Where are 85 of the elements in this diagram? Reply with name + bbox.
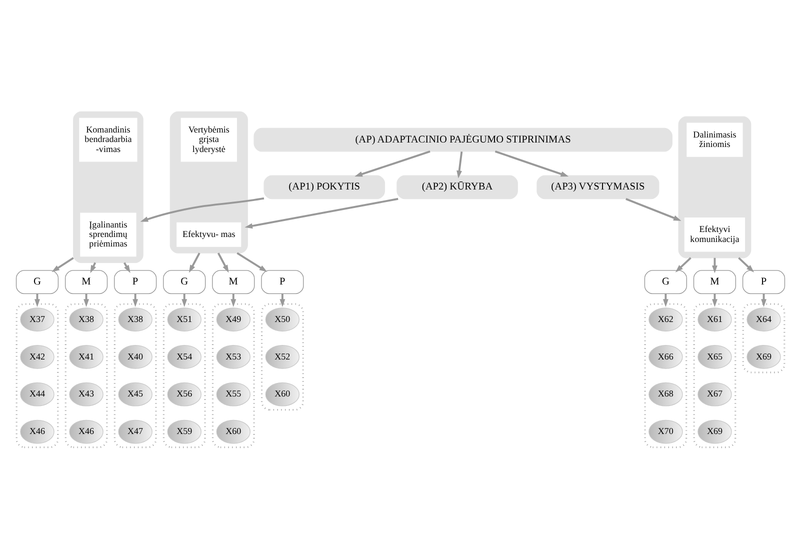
cluster	[170, 110, 248, 253]
node-box: M	[212, 270, 255, 294]
node-ellipse: X66	[648, 344, 683, 368]
node-box: Įgalinantis sprendimų priėmimas	[80, 212, 136, 256]
arrow	[761, 293, 766, 306]
cluster	[693, 302, 736, 448]
node-ellipse: X55	[216, 382, 250, 406]
node-ellipse: X51	[167, 307, 202, 331]
node-box: Efektyvi komunikacija	[684, 217, 746, 252]
cluster	[162, 302, 206, 448]
node-box: P	[742, 270, 786, 294]
node-ellipse: X54	[167, 344, 202, 368]
node-ellipse: X41	[69, 344, 104, 368]
node-ellipse: X67	[698, 382, 732, 406]
cluster	[73, 110, 144, 263]
cluster	[212, 302, 255, 448]
node-ellipse: X59	[167, 419, 202, 444]
arrow	[662, 293, 668, 306]
arrow	[188, 252, 200, 272]
node-box: Komandinis bendradarbia -vimas	[79, 117, 138, 162]
node-ellipse: X50	[265, 307, 300, 331]
node-ellipse: X68	[648, 382, 683, 406]
cluster	[260, 302, 304, 410]
node-ellipse: X40	[118, 344, 152, 368]
node-ellipse: X69	[698, 419, 732, 444]
node-ellipse: X46	[20, 419, 54, 444]
node-ellipse: X64	[746, 307, 781, 331]
node-box: G	[644, 270, 687, 294]
arrow	[456, 151, 463, 178]
arrow	[675, 256, 692, 272]
node-box: (AP) ADAPTACINIO PAJĖGUMO STIPRINIMAS	[254, 127, 672, 152]
arrow	[217, 252, 229, 272]
node-ellipse: X38	[69, 307, 104, 331]
node-ellipse: X65	[698, 344, 732, 368]
arrow	[712, 293, 718, 306]
arrow	[244, 197, 398, 228]
node-ellipse: X47	[118, 419, 152, 444]
arrow	[230, 293, 236, 306]
cluster	[644, 302, 688, 448]
cluster	[16, 302, 59, 448]
node-ellipse: X38	[118, 307, 152, 331]
cluster	[742, 302, 786, 373]
node-ellipse: X43	[69, 382, 104, 406]
node-ellipse: X56	[167, 382, 202, 406]
node-ellipse: X53	[216, 344, 250, 368]
node-ellipse: X46	[69, 419, 104, 444]
node-ellipse: X61	[698, 307, 732, 331]
node-box: M	[693, 270, 736, 294]
arrow	[280, 293, 286, 306]
node-ellipse: X69	[746, 344, 781, 368]
arrow	[626, 198, 682, 220]
arrow	[182, 293, 188, 306]
node-box: P	[114, 270, 157, 294]
arrow	[132, 293, 138, 306]
node-ellipse: X60	[265, 382, 300, 406]
node-box: Dalinimasis žiniomis	[686, 122, 743, 156]
node-ellipse: X37	[20, 307, 54, 331]
arrow	[140, 196, 264, 222]
arrow	[236, 252, 268, 272]
arrow	[84, 293, 89, 306]
node-box: M	[64, 270, 108, 294]
node-ellipse: X44	[20, 382, 54, 406]
node-box: G	[163, 270, 206, 294]
node-ellipse: X70	[648, 419, 683, 444]
node-ellipse: X52	[265, 344, 300, 368]
node-box: (AP1) POKYTIS	[264, 174, 386, 199]
node-box: (AP3) VYSTYMASIS	[536, 174, 660, 199]
node-box: P	[261, 270, 304, 294]
arrow	[34, 293, 40, 306]
node-ellipse: X60	[216, 419, 250, 444]
cluster	[64, 302, 108, 448]
arrow	[494, 150, 569, 176]
arrow	[354, 150, 430, 176]
node-ellipse: X45	[118, 382, 152, 406]
node-box: Efektyvu- mas	[176, 222, 242, 246]
node-ellipse: X49	[216, 307, 250, 331]
cluster	[678, 116, 752, 258]
node-box: Vertybėmis grįsta lyderystė	[180, 117, 237, 162]
arrow	[52, 256, 74, 272]
node-box: (AP2) KŪRYBA	[396, 174, 518, 199]
cluster	[114, 302, 157, 448]
node-ellipse: X42	[20, 344, 54, 368]
node-ellipse: X62	[648, 307, 683, 331]
node-box: G	[16, 270, 59, 294]
arrow	[738, 256, 754, 272]
